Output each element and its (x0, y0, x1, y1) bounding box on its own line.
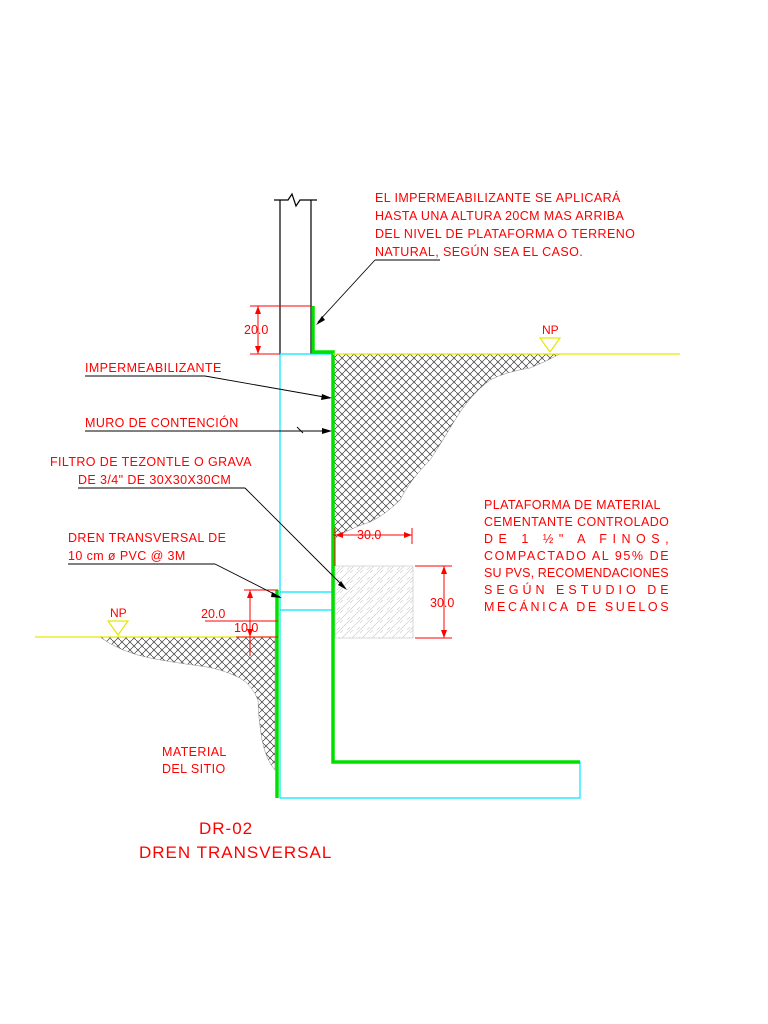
impermeabilizante-label: IMPERMEABILIZANTE (85, 361, 332, 400)
svg-text:30.0: 30.0 (430, 596, 454, 610)
np-left-triangle (106, 620, 130, 637)
svg-text:FILTRO DE TEZONTLE O GRAVA: FILTRO DE TEZONTLE O GRAVA (50, 455, 252, 469)
svg-text:DEL SITIO: DEL SITIO (162, 762, 226, 776)
break-line (274, 192, 317, 208)
svg-text:MECÁNICA DE SUELOS: MECÁNICA DE SUELOS (484, 599, 669, 614)
svg-text:COMPACTADO AL 95% DE: COMPACTADO AL 95% DE (484, 549, 669, 563)
svg-text:10 cm ø PVC @ 3M: 10 cm ø PVC @ 3M (68, 549, 186, 563)
svg-text:DREN TRANSVERSAL DE: DREN TRANSVERSAL DE (68, 531, 226, 545)
svg-text:DEL NIVEL DE PLATAFORMA O TERR: DEL NIVEL DE PLATAFORMA O TERRENO (375, 227, 635, 241)
dim-filter-height: 30.0 (415, 565, 454, 639)
muro-label: MURO DE CONTENCIÓN (85, 415, 332, 434)
svg-text:DE 3/4" DE 30X30X30CM: DE 3/4" DE 30X30X30CM (78, 473, 231, 487)
plataforma-label: PLATAFORMA DE MATERIAL CEMENTANTE CONTRO… (484, 498, 669, 614)
filtro-label: FILTRO DE TEZONTLE O GRAVA DE 3/4" DE 30… (50, 455, 347, 590)
np-right-label: NP (542, 323, 559, 337)
svg-text:DE 1 ½" A FINOS,: DE 1 ½" A FINOS, (484, 532, 669, 546)
soil-right-hatch (332, 353, 561, 541)
waterproof-note: EL IMPERMEABILIZANTE SE APLICARÁ HASTA U… (316, 190, 635, 325)
dim-pipe: 20.0 10.0 (201, 589, 278, 656)
svg-text:CEMENTANTE CONTROLADO: CEMENTANTE CONTROLADO (484, 515, 669, 529)
svg-text:10.0: 10.0 (234, 621, 258, 635)
np-right-triangle (538, 337, 562, 354)
svg-text:20.0: 20.0 (244, 323, 268, 337)
drawing-title: DR-02 DREN TRANSVERSAL (139, 819, 332, 862)
svg-text:NATURAL, SEGÚN SEA EL CASO.: NATURAL, SEGÚN SEA EL CASO. (375, 244, 583, 259)
drawing-name: DREN TRANSVERSAL (139, 843, 332, 862)
svg-text:SU PVS, RECOMENDACIONES: SU PVS, RECOMENDACIONES (484, 566, 669, 580)
svg-text:IMPERMEABILIZANTE: IMPERMEABILIZANTE (85, 361, 222, 375)
svg-text:20.0: 20.0 (201, 607, 225, 621)
svg-text:30.0: 30.0 (357, 528, 381, 542)
material-label: MATERIAL DEL SITIO (162, 745, 227, 776)
svg-text:MATERIAL: MATERIAL (162, 745, 227, 759)
drawing-code: DR-02 (199, 819, 253, 838)
waterproofing-upper (311, 306, 580, 764)
dim-filter-width: 30.0 (333, 528, 413, 566)
dren-label: DREN TRANSVERSAL DE 10 cm ø PVC @ 3M (68, 531, 282, 598)
dim-top: 20.0 (244, 305, 312, 355)
gravel-filter (334, 565, 414, 639)
svg-text:PLATAFORMA DE MATERIAL: PLATAFORMA DE MATERIAL (484, 498, 661, 512)
svg-text:MURO DE CONTENCIÓN: MURO DE CONTENCIÓN (85, 415, 239, 430)
svg-text:SEGÚN ESTUDIO DE: SEGÚN ESTUDIO DE (484, 582, 669, 597)
svg-text:EL IMPERMEABILIZANTE SE APLICA: EL IMPERMEABILIZANTE SE APLICARÁ (375, 190, 621, 205)
svg-text:HASTA UNA ALTURA 20CM MAS ARRI: HASTA UNA ALTURA 20CM MAS ARRIBA (375, 209, 624, 223)
np-left-label: NP (110, 606, 127, 620)
soil-left-hatch (99, 636, 276, 771)
